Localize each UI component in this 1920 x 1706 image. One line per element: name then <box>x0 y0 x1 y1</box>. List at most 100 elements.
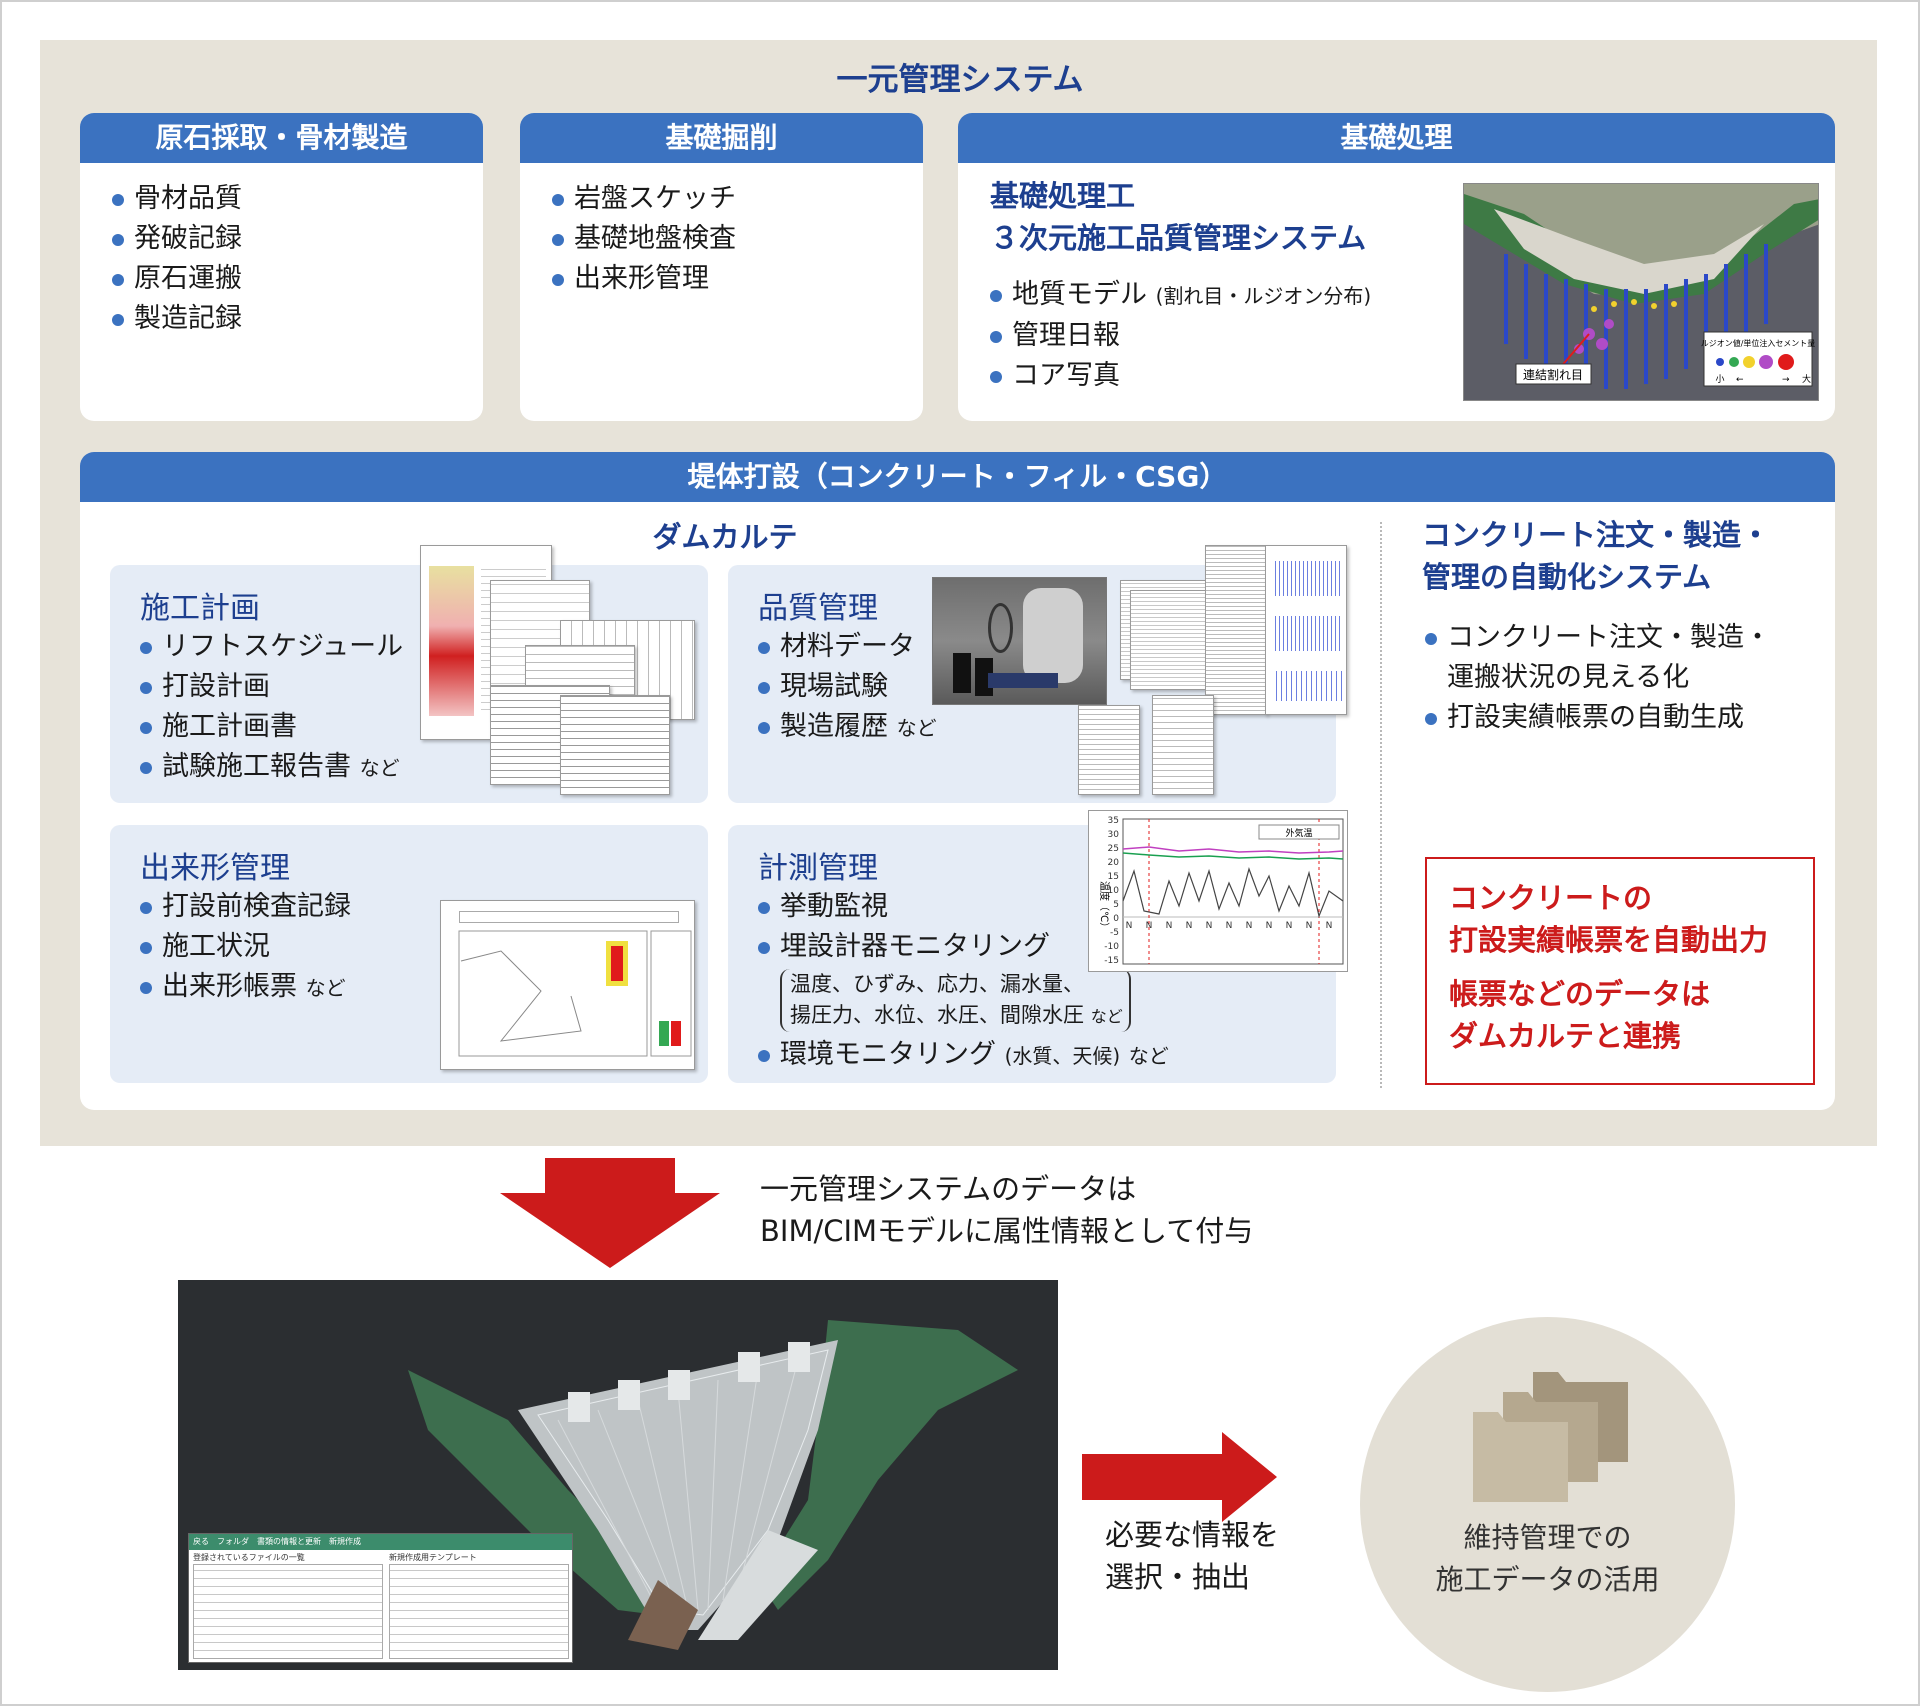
svg-text:15: 15 <box>1108 872 1119 882</box>
svg-text:-5: -5 <box>1110 928 1119 938</box>
list-item: 発破記録 <box>112 219 242 259</box>
concrete-title-1: コンクリート注文・製造・ <box>1422 518 1771 552</box>
panel-kiso-kussaku-header: 基礎掘削 <box>520 113 923 163</box>
svg-text:20: 20 <box>1108 858 1120 868</box>
red-line-3: 帳票などのデータは <box>1449 977 1711 1011</box>
toolbar-new-button[interactable]: 新規作成 <box>329 1537 361 1546</box>
panel-kiso-shori-header: 基礎処理 <box>958 113 1835 163</box>
paren-note: など <box>1090 1007 1123 1026</box>
concrete-title-2: 管理の自動化システム <box>1422 560 1712 594</box>
file-list[interactable] <box>193 1564 383 1659</box>
card-list: 材料データ 現場試験 製造履歴 など <box>758 627 937 748</box>
list-item-note: など <box>1128 1044 1169 1068</box>
list-item: 骨材品質 <box>112 179 242 219</box>
svg-text:N: N <box>1146 921 1153 931</box>
list-item: 出来形帳票 など <box>140 967 351 1008</box>
kiso-shori-title-2: ３次元施工品質管理システム <box>990 221 1367 255</box>
toolbar-folder-button[interactable]: フォルダ <box>217 1537 249 1546</box>
list-item: コンクリート注文・製造・運搬状況の見える化 <box>1425 618 1771 698</box>
list-item: リフトスケジュール <box>140 627 403 667</box>
quality-test-photo <box>932 577 1107 705</box>
right-text-line-1: 必要な情報を <box>1105 1518 1280 1552</box>
temperature-graph-svg: 35 30 25 20 15 10 5 0 -5 -10 -15 温度（℃） 外… <box>1098 816 1344 966</box>
list-item: 岩盤スケッチ <box>552 179 736 219</box>
bim-dam-model: 戻る フォルダ 書類の情報と更新 新規作成 登録されているファイルの一覧 新規作… <box>178 1280 1058 1670</box>
list-item: 現場試験 <box>758 667 937 707</box>
list-item: 施工計画書 <box>140 707 403 747</box>
list-item: 製造履歴 など <box>758 707 937 748</box>
panel-kiso-kussaku: 基礎掘削 岩盤スケッチ 基礎地盤検査 出来形管理 <box>520 113 923 421</box>
list-item-text: 運搬状況の見える化 <box>1447 662 1690 693</box>
list-item: 打設計画 <box>140 667 403 707</box>
svg-text:35: 35 <box>1108 816 1119 826</box>
circle-text: 維持管理での 施工データの活用 <box>1360 1517 1735 1601</box>
template-list-header: 新規作成用テンプレート <box>389 1553 477 1562</box>
svg-text:N: N <box>1186 921 1193 931</box>
svg-text:-15: -15 <box>1104 956 1119 966</box>
kiso-shori-title-1: 基礎処理工 <box>990 179 1136 213</box>
card-title: 品質管理 <box>758 591 878 626</box>
grouting-3d-graphic: 連結割れ目 ルジオン値/単位注入セメント量 小 ← → 大 <box>1464 184 1818 389</box>
svg-text:10: 10 <box>1108 886 1120 896</box>
card-title: 出来形管理 <box>140 851 290 886</box>
down-text-line-1: 一元管理システムのデータは <box>760 1172 1137 1206</box>
card-title: 施工計画 <box>140 591 260 626</box>
toolbar-back-button[interactable]: 戻る <box>193 1537 209 1546</box>
auto-output-box: コンクリートの 打設実績帳票を自動出力 帳票などのデータは ダムカルテと連携 <box>1425 857 1815 1085</box>
grouting-legend-title: ルジオン値/単位注入セメント量 <box>1701 338 1816 348</box>
list-item-text: 管理日報 <box>1012 320 1120 351</box>
temperature-graph: 35 30 25 20 15 10 5 0 -5 -10 -15 温度（℃） 外… <box>1088 810 1348 972</box>
panel-genseki: 原石採取・骨材製造 骨材品質 発破記録 原石運搬 製造記録 <box>80 113 483 421</box>
list-item: 地質モデル (割れ目・ルジオン分布) <box>990 275 1371 316</box>
down-text-line-2: BIM/CIMモデルに属性情報として付与 <box>760 1214 1254 1248</box>
red-line-2: 打設実績帳票を自動出力 <box>1449 923 1769 957</box>
list-item-text: 試験施工報告書 <box>162 751 351 782</box>
window-toolbar: 戻る フォルダ 書類の情報と更新 新規作成 <box>189 1534 572 1550</box>
card-list: 挙動監視 埋設計器モニタリング <box>758 887 1050 967</box>
card-list: リフトスケジュール 打設計画 施工計画書 試験施工報告書 など <box>140 627 403 788</box>
circle-line-2: 施工データの活用 <box>1435 1563 1660 1596</box>
red-line-1: コンクリートの <box>1449 881 1653 915</box>
graph-legend: 外気温 <box>1285 827 1312 839</box>
document-thumbnail <box>1078 705 1140 795</box>
right-text-line-2: 選択・抽出 <box>1105 1560 1251 1594</box>
grouting-3d-image: 連結割れ目 ルジオン値/単位注入セメント量 小 ← → 大 <box>1463 183 1819 401</box>
svg-text:N: N <box>1226 921 1233 931</box>
list-item: 挙動監視 <box>758 887 1050 927</box>
paren-line-1: 温度、ひずみ、応力、漏水量、 <box>790 972 1084 996</box>
card-list-env: 環境モニタリング (水質、天候) など <box>758 1035 1169 1076</box>
template-list[interactable] <box>389 1564 569 1659</box>
legend-small: 小 <box>1715 374 1724 385</box>
toolbar-info-button[interactable]: 書類の情報と更新 <box>257 1537 321 1546</box>
paren-line-2-text: 揚圧力、水位、水圧、間隙水圧 <box>790 1003 1084 1027</box>
grouting-image-label: 連結割れ目 <box>1523 367 1583 382</box>
svg-text:N: N <box>1286 921 1293 931</box>
right-arrow-icon <box>1082 1432 1277 1522</box>
svg-text:5: 5 <box>1113 900 1119 910</box>
list-item-note: (割れ目・ルジオン分布) <box>1155 284 1372 308</box>
svg-text:N: N <box>1326 921 1333 931</box>
dotted-divider <box>1380 522 1382 1088</box>
list-item-note: など <box>359 756 400 780</box>
maintenance-circle: 維持管理での 施工データの活用 <box>1360 1317 1735 1692</box>
chart-thumbnail <box>1265 545 1347 715</box>
graph-ylabel: 温度（℃） <box>1098 881 1111 932</box>
file-list-window: 戻る フォルダ 書類の情報と更新 新規作成 登録されているファイルの一覧 新規作… <box>188 1533 573 1663</box>
circle-line-1: 維持管理での <box>1463 1521 1632 1554</box>
list-item-text: 出来形帳票 <box>162 971 297 1002</box>
document-thumbnail <box>1152 695 1214 795</box>
svg-text:N: N <box>1206 921 1213 931</box>
folder-icon <box>1473 1372 1628 1502</box>
legend-arrow-right: → <box>1782 375 1790 385</box>
page-title: 一元管理システム <box>836 62 1084 98</box>
svg-text:N: N <box>1126 921 1133 931</box>
svg-text:30: 30 <box>1108 830 1120 840</box>
down-arrow-text: 一元管理システムのデータは BIM/CIMモデルに属性情報として付与 <box>760 1168 1253 1252</box>
panel-kiso-kussaku-list: 岩盤スケッチ 基礎地盤検査 出来形管理 <box>552 179 736 299</box>
list-item: 試験施工報告書 など <box>140 747 403 788</box>
svg-text:0: 0 <box>1113 914 1119 924</box>
file-list-header: 登録されているファイルの一覧 <box>193 1553 305 1562</box>
legend-large: 大 <box>1802 373 1811 385</box>
panel-teitai-header: 堤体打設（コンクリート・フィル・CSG） <box>80 452 1835 502</box>
